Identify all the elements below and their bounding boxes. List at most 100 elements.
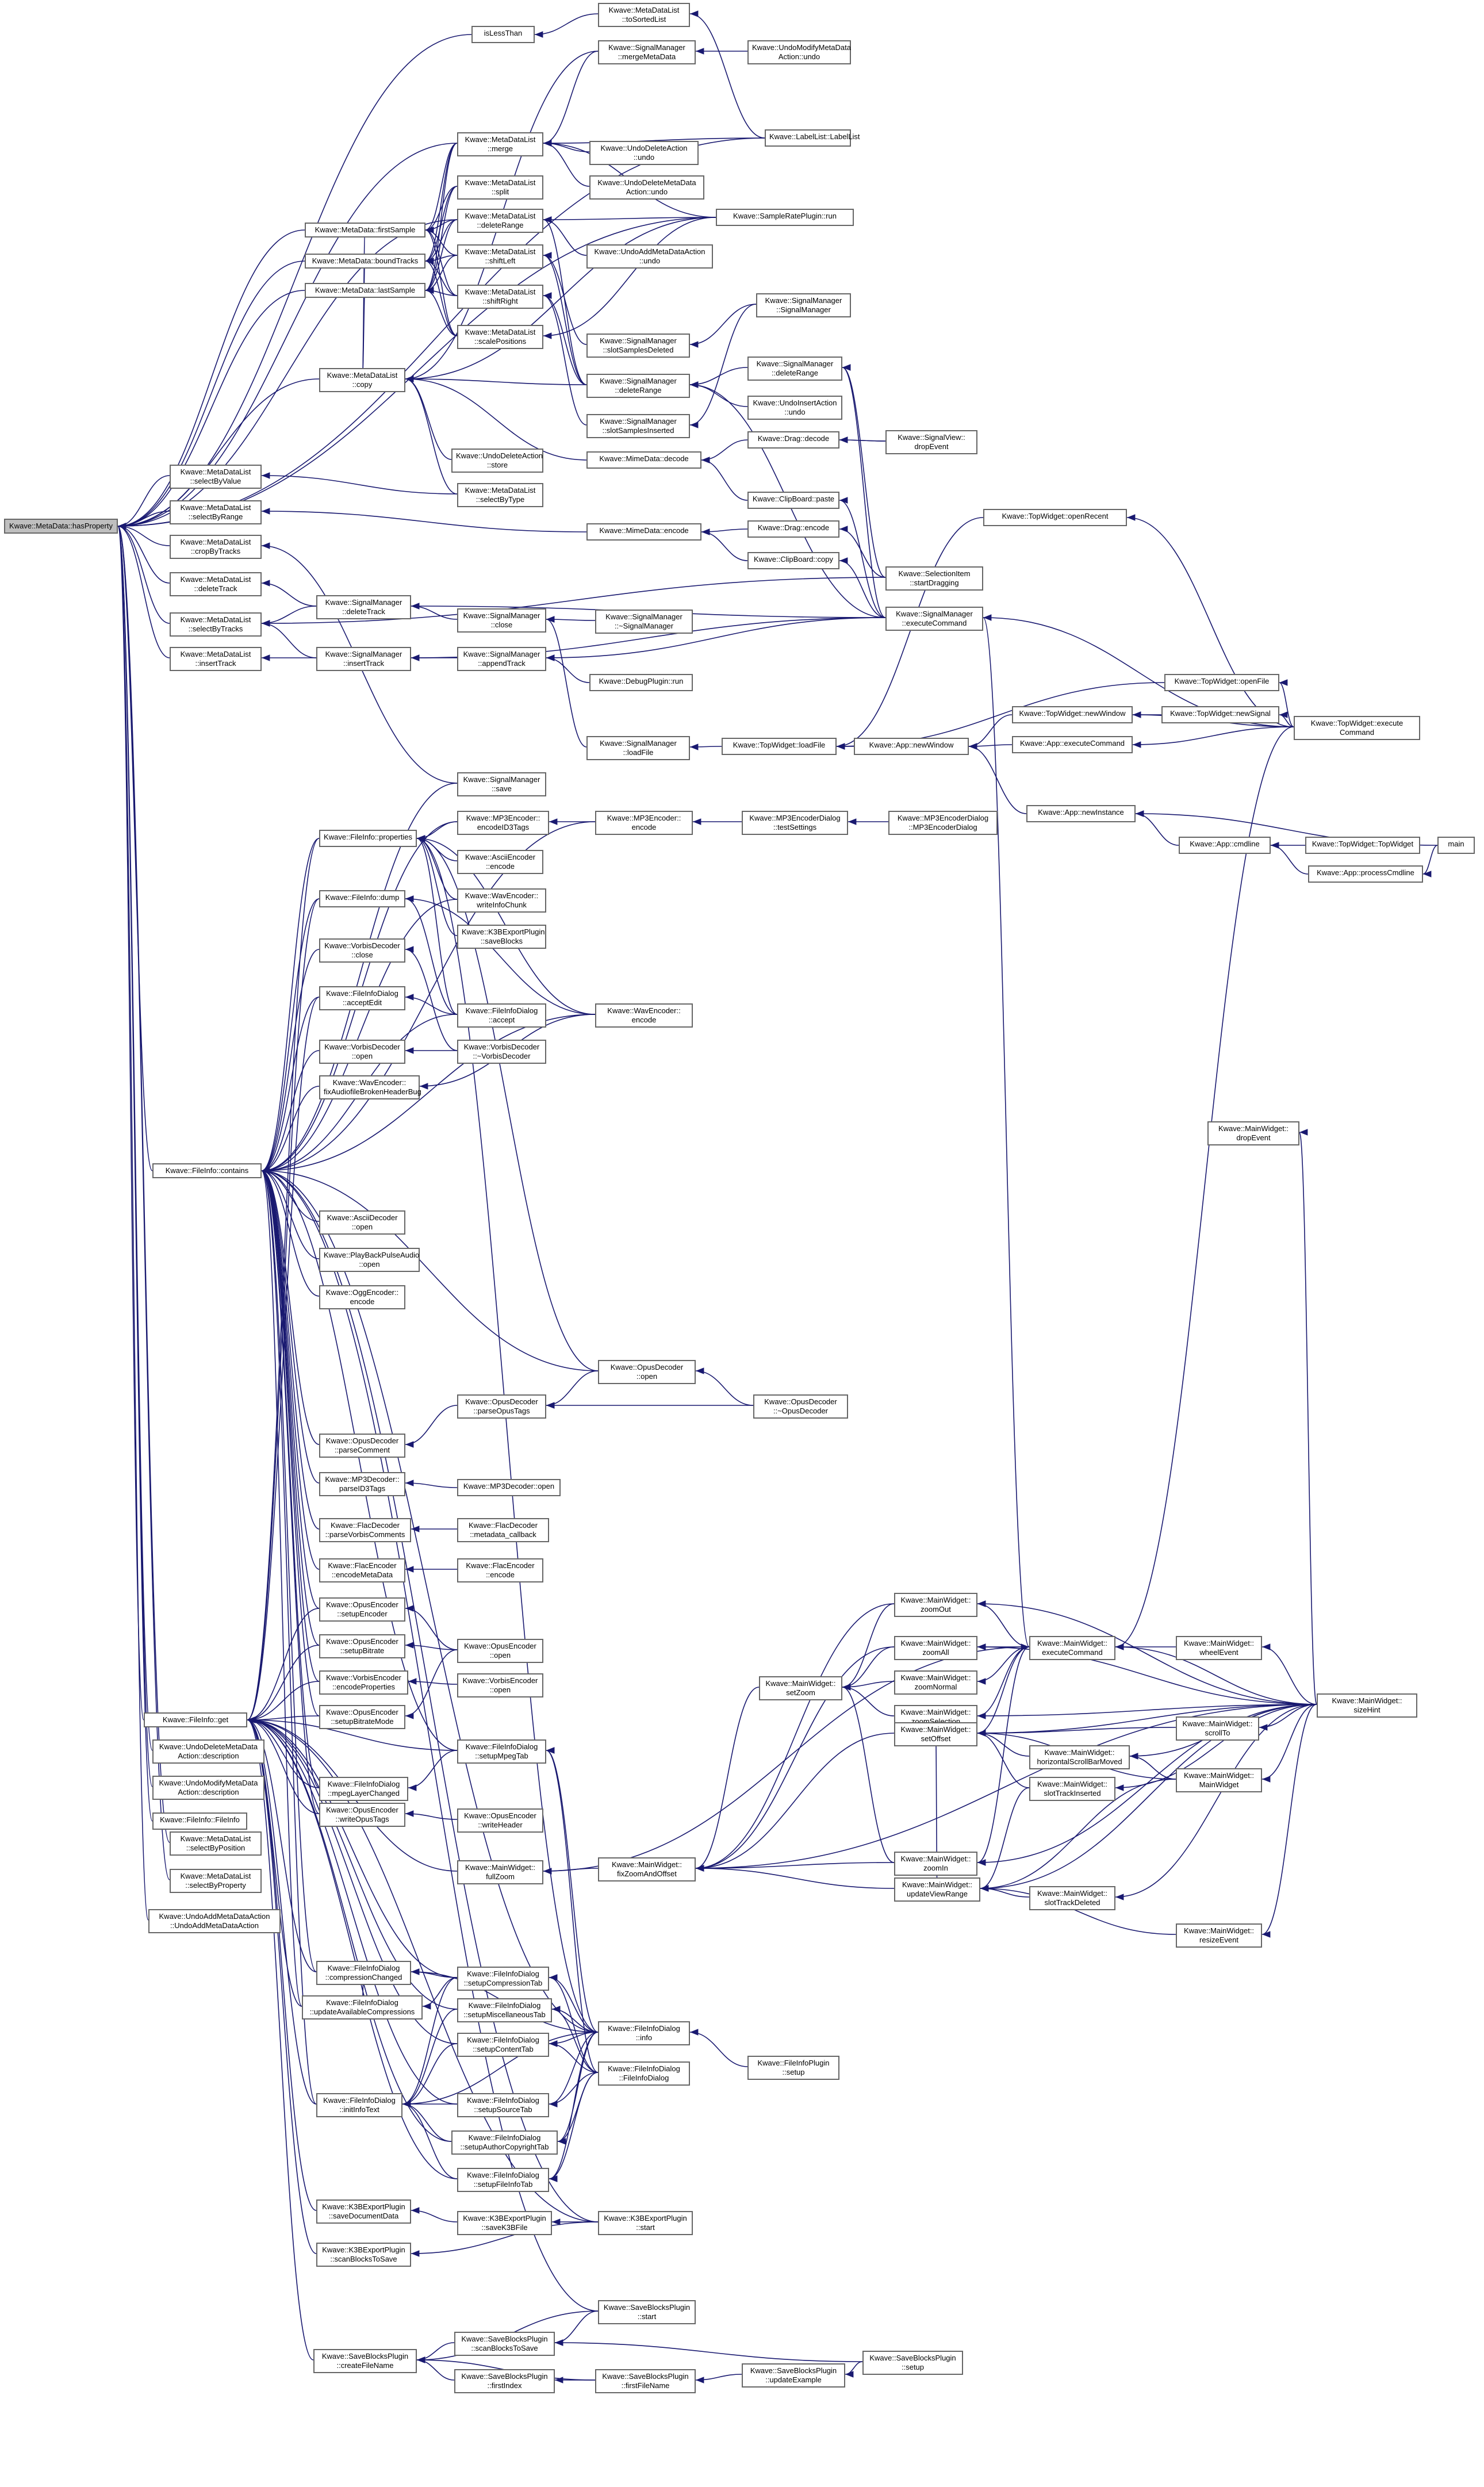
call-graph-node[interactable]: Kwave::TopWidget::newWindow — [1012, 706, 1133, 723]
call-graph-node[interactable]: Kwave::SignalManager ::SignalManager — [756, 293, 851, 317]
call-graph-node[interactable]: Kwave::WavEncoder:: fixAudiofileBrokenHe… — [319, 1075, 421, 1099]
call-graph-node[interactable]: Kwave::UndoModifyMetaData Action::descri… — [152, 1776, 264, 1800]
call-graph-node[interactable]: Kwave::VorbisEncoder ::open — [457, 1673, 543, 1697]
call-graph-node[interactable]: Kwave::TopWidget::TopWidget — [1305, 837, 1420, 854]
call-graph-node[interactable]: Kwave::SaveBlocksPlugin ::createFileName — [313, 2349, 417, 2373]
call-graph-node[interactable]: Kwave::WavEncoder:: writeInfoChunk — [457, 888, 546, 913]
call-graph-node[interactable]: Kwave::FileInfoDialog ::setupSourceTab — [457, 2093, 549, 2117]
call-graph-node[interactable]: Kwave::MetaDataList ::deleteTrack — [170, 572, 262, 596]
call-graph-node[interactable]: Kwave::SaveBlocksPlugin ::firstIndex — [454, 2369, 555, 2393]
call-graph-node[interactable]: Kwave::FileInfoDialog ::setupContentTab — [457, 2033, 549, 2057]
call-graph-node[interactable]: Kwave::MainWidget:: scrollTo — [1176, 1716, 1259, 1741]
call-graph-node[interactable]: Kwave::OpusEncoder ::writeHeader — [457, 1808, 543, 1833]
call-graph-node[interactable]: Kwave::MainWidget:: slotTrackDeleted — [1029, 1886, 1115, 1910]
call-graph-node[interactable]: Kwave::AsciiDecoder ::open — [319, 1210, 405, 1235]
call-graph-node[interactable]: Kwave::SaveBlocksPlugin ::scanBlocksToSa… — [454, 2332, 555, 2356]
call-graph-node[interactable]: Kwave::App::newWindow — [854, 738, 969, 755]
call-graph-node[interactable]: Kwave::TopWidget::openFile — [1164, 674, 1279, 691]
call-graph-node[interactable]: Kwave::SaveBlocksPlugin ::start — [598, 2300, 696, 2324]
call-graph-node[interactable]: Kwave::FileInfoDialog ::info — [598, 2021, 690, 2045]
call-graph-node[interactable]: Kwave::SignalManager ::close — [457, 608, 546, 633]
call-graph-node[interactable]: Kwave::SignalManager ::deleteRange — [747, 357, 842, 381]
call-graph-node[interactable]: Kwave::MetaDataList ::selectByRange — [170, 500, 262, 524]
call-graph-node[interactable]: Kwave::MetaDataList ::selectByTracks — [170, 612, 262, 637]
root-node[interactable]: Kwave::MetaData::hasProperty — [4, 519, 118, 534]
call-graph-node[interactable]: Kwave::MainWidget:: sizeHint — [1317, 1693, 1417, 1718]
call-graph-node[interactable]: Kwave::MetaDataList ::selectByProperty — [170, 1869, 262, 1893]
call-graph-node[interactable]: Kwave::OpusDecoder ::open — [598, 1360, 696, 1384]
call-graph-node[interactable]: Kwave::PlayBackPulseAudio ::open — [319, 1248, 420, 1272]
call-graph-node[interactable]: Kwave::OggEncoder:: encode — [319, 1285, 405, 1309]
call-graph-node[interactable]: Kwave::OpusEncoder ::setupBitrateMode — [319, 1705, 405, 1729]
call-graph-node[interactable]: Kwave::SignalView:: dropEvent — [885, 430, 977, 454]
call-graph-node[interactable]: Kwave::MP3Encoder:: encode — [595, 811, 693, 835]
call-graph-node[interactable]: Kwave::SignalManager ::slotSamplesDelete… — [586, 334, 690, 358]
call-graph-node[interactable]: Kwave::ClipBoard::copy — [747, 552, 839, 569]
call-graph-node[interactable]: Kwave::MP3Encoder:: encodeID3Tags — [457, 811, 549, 835]
call-graph-node[interactable]: Kwave::App::newInstance — [1026, 805, 1136, 822]
call-graph-node[interactable]: Kwave::FileInfoDialog ::initInfoText — [316, 2093, 402, 2117]
call-graph-node[interactable]: Kwave::MetaDataList ::merge — [457, 132, 543, 156]
call-graph-node[interactable]: Kwave::SaveBlocksPlugin ::setup — [862, 2351, 963, 2375]
call-graph-node[interactable]: Kwave::MP3Decoder::open — [457, 1479, 561, 1496]
call-graph-node[interactable]: Kwave::OpusEncoder ::open — [457, 1639, 543, 1663]
call-graph-node[interactable]: Kwave::FileInfoDialog ::updateAvailableC… — [302, 1995, 423, 2020]
call-graph-node[interactable]: Kwave::SampleRatePlugin::run — [716, 209, 854, 226]
call-graph-node[interactable]: Kwave::FlacEncoder ::encodeMetaData — [319, 1558, 405, 1582]
call-graph-node[interactable]: Kwave::MainWidget:: zoomIn — [894, 1852, 977, 1876]
call-graph-node[interactable]: Kwave::FileInfoDialog ::compressionChang… — [316, 1961, 411, 1985]
call-graph-node[interactable]: Kwave::MP3EncoderDialog ::testSettings — [742, 811, 848, 835]
call-graph-node[interactable]: Kwave::SignalManager ::deleteTrack — [316, 595, 411, 619]
call-graph-node[interactable]: Kwave::MetaDataList ::cropByTracks — [170, 535, 262, 559]
call-graph-node[interactable]: Kwave::MainWidget:: dropEvent — [1207, 1121, 1299, 1145]
call-graph-node[interactable]: Kwave::FileInfo::properties — [319, 830, 417, 847]
call-graph-node[interactable]: Kwave::FlacDecoder ::parseVorbisComments — [319, 1518, 411, 1542]
call-graph-node[interactable]: Kwave::SignalManager ::~SignalManager — [595, 610, 693, 634]
call-graph-node[interactable]: Kwave::SaveBlocksPlugin ::updateExample — [742, 2363, 845, 2388]
call-graph-node[interactable]: Kwave::FileInfo::dump — [319, 890, 405, 907]
call-graph-node[interactable]: Kwave::TopWidget::execute Command — [1294, 716, 1420, 740]
call-graph-node[interactable]: Kwave::VorbisDecoder ::open — [319, 1040, 405, 1064]
call-graph-node[interactable]: Kwave::VorbisDecoder ::close — [319, 938, 405, 963]
call-graph-node[interactable]: Kwave::SignalManager ::deleteRange — [586, 374, 690, 398]
call-graph-node[interactable]: Kwave::SelectionItem ::startDragging — [885, 566, 983, 591]
call-graph-node[interactable]: Kwave::MainWidget:: updateViewRange — [894, 1877, 980, 1902]
call-graph-node[interactable]: Kwave::MainWidget:: wheelEvent — [1176, 1636, 1262, 1660]
call-graph-node[interactable]: Kwave::K3BExportPlugin ::saveK3BFile — [457, 2211, 552, 2235]
call-graph-node[interactable]: Kwave::MetaData::boundTracks — [305, 254, 425, 269]
call-graph-node[interactable]: Kwave::VorbisDecoder ::~VorbisDecoder — [457, 1040, 546, 1064]
call-graph-node[interactable]: Kwave::OpusDecoder ::~OpusDecoder — [753, 1394, 848, 1419]
call-graph-node[interactable]: Kwave::FileInfoDialog ::accept — [457, 1003, 546, 1028]
call-graph-node[interactable]: Kwave::FlacDecoder ::metadata_callback — [457, 1518, 549, 1542]
call-graph-node[interactable]: Kwave::UndoDeleteAction ::store — [451, 449, 543, 473]
call-graph-node[interactable]: Kwave::MainWidget:: setOffset — [894, 1722, 977, 1746]
call-graph-node[interactable]: Kwave::LabelList::LabelList — [765, 129, 860, 147]
call-graph-node[interactable]: Kwave::MetaDataList ::selectByPosition — [170, 1831, 262, 1856]
call-graph-node[interactable]: Kwave::FileInfoDialog ::mpegLayerChanged — [319, 1777, 408, 1801]
call-graph-node[interactable]: Kwave::UndoAddMetaDataAction ::undo — [586, 244, 713, 269]
call-graph-node[interactable]: Kwave::FileInfoDialog ::setupCompression… — [457, 1967, 549, 1991]
call-graph-node[interactable]: Kwave::TopWidget::newSignal — [1161, 706, 1279, 723]
call-graph-node[interactable]: Kwave::Drag::encode — [747, 520, 839, 538]
call-graph-node[interactable]: Kwave::MainWidget:: resizeEvent — [1176, 1923, 1262, 1948]
call-graph-node[interactable]: Kwave::TopWidget::openRecent — [983, 509, 1127, 526]
call-graph-node[interactable]: Kwave::TopWidget::loadFile — [722, 738, 837, 755]
call-graph-node[interactable]: Kwave::MainWidget:: slotTrackInserted — [1029, 1777, 1115, 1801]
call-graph-node[interactable]: Kwave::FileInfoDialog ::FileInfoDialog — [598, 2061, 690, 2086]
call-graph-node[interactable]: Kwave::MetaDataList ::selectByType — [457, 483, 543, 507]
call-graph-node[interactable]: Kwave::SignalManager ::loadFile — [586, 736, 690, 760]
call-graph-node[interactable]: Kwave::OpusEncoder ::writeOpusTags — [319, 1803, 405, 1827]
call-graph-node[interactable]: Kwave::App::cmdline — [1179, 837, 1271, 854]
call-graph-node[interactable]: Kwave::MainWidget:: fullZoom — [457, 1860, 543, 1884]
call-graph-node[interactable]: Kwave::FileInfoDialog ::setupAuthorCopyr… — [451, 2130, 558, 2155]
call-graph-node[interactable]: Kwave::MetaData::firstSample — [305, 223, 425, 237]
call-graph-node[interactable]: Kwave::SignalManager ::mergeMetaData — [598, 40, 696, 64]
call-graph-node[interactable]: Kwave::AsciiEncoder ::encode — [457, 850, 543, 874]
call-graph-node[interactable]: Kwave::SignalManager ::slotSamplesInsert… — [586, 414, 690, 438]
call-graph-node[interactable]: Kwave::OpusDecoder ::parseComment — [319, 1434, 405, 1458]
call-graph-node[interactable]: Kwave::Drag::decode — [747, 431, 839, 449]
call-graph-node[interactable]: Kwave::UndoModifyMetaData Action::undo — [747, 40, 851, 64]
call-graph-node[interactable]: Kwave::MainWidget:: zoomOut — [894, 1593, 977, 1617]
call-graph-node[interactable]: main — [1437, 837, 1475, 854]
call-graph-node[interactable]: Kwave::UndoInsertAction ::undo — [747, 396, 842, 420]
